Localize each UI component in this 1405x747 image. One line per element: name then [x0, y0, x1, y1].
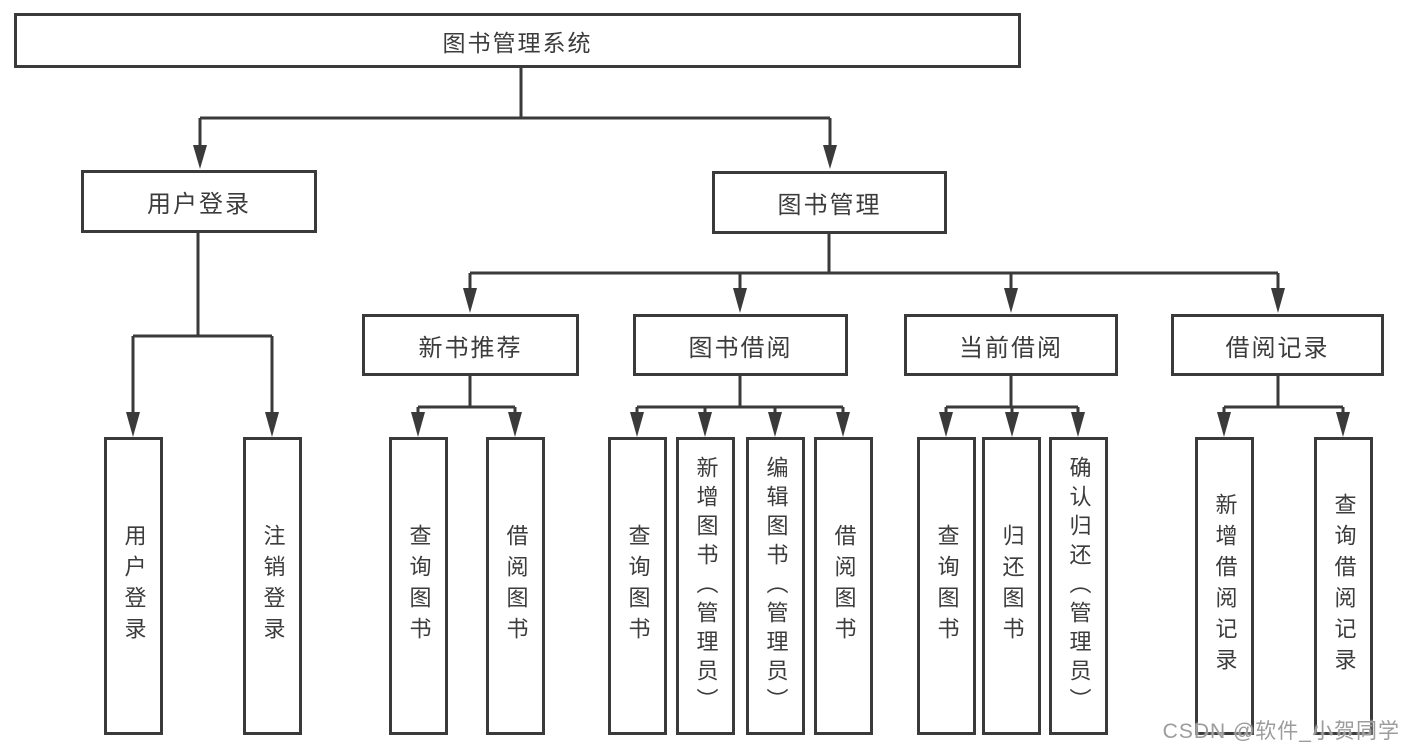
node-leaf-edit-book-admin: 编辑图书（管理员） — [746, 437, 805, 735]
node-user-login-label: 用户登录 — [147, 191, 251, 218]
node-leaf-return-books-label: 归还图书 — [999, 524, 1025, 648]
node-book-borrowing-label: 图书借阅 — [688, 334, 793, 362]
node-current-borrowing-label: 当前借阅 — [959, 334, 1063, 362]
node-leaf-return-books: 归还图书 — [982, 437, 1041, 735]
node-leaf-query-books-1: 查询图书 — [389, 437, 448, 735]
node-leaf-add-borrow-record: 新增借阅记录 — [1195, 437, 1254, 735]
node-leaf-query-borrow-record-label: 查询借阅记录 — [1331, 493, 1357, 679]
node-book-management-label: 图书管理 — [777, 192, 882, 219]
node-borrowing-records: 借阅记录 — [1171, 314, 1384, 376]
node-leaf-user-login: 用户登录 — [104, 437, 163, 735]
node-leaf-query-books-3-label: 查询图书 — [934, 524, 960, 648]
node-book-borrowing: 图书借阅 — [633, 314, 848, 376]
node-leaf-borrow-books-2: 借阅图书 — [814, 437, 873, 735]
node-leaf-add-borrow-record-label: 新增借阅记录 — [1212, 493, 1238, 679]
node-leaf-query-books-3: 查询图书 — [917, 437, 976, 735]
node-leaf-borrow-books-1-label: 借阅图书 — [503, 524, 529, 648]
node-leaf-edit-book-admin-label: 编辑图书（管理员） — [763, 455, 789, 717]
node-root-label: 图书管理系统 — [442, 29, 593, 56]
node-leaf-query-books-2-label: 查询图书 — [625, 524, 651, 648]
node-leaf-confirm-return-admin-label: 确认归还（管理员） — [1066, 455, 1092, 717]
node-leaf-user-login-label: 用户登录 — [121, 524, 147, 648]
node-book-management: 图书管理 — [712, 171, 947, 234]
node-leaf-logout-label: 注销登录 — [260, 524, 286, 648]
node-leaf-add-book-admin: 新增图书（管理员） — [676, 437, 735, 735]
node-root: 图书管理系统 — [14, 13, 1021, 68]
node-current-borrowing: 当前借阅 — [904, 314, 1118, 376]
node-leaf-borrow-books-1: 借阅图书 — [486, 437, 545, 735]
watermark: CSDN @软件_小贺同学 — [1162, 720, 1400, 743]
arrowheads — [126, 145, 1350, 437]
node-borrowing-records-label: 借阅记录 — [1225, 334, 1330, 362]
node-new-book-recommend: 新书推荐 — [362, 314, 579, 376]
node-leaf-query-books-1-label: 查询图书 — [406, 524, 432, 648]
node-leaf-borrow-books-2-label: 借阅图书 — [831, 524, 857, 648]
node-leaf-confirm-return-admin: 确认归还（管理员） — [1049, 437, 1108, 735]
node-new-book-recommend-label: 新书推荐 — [418, 334, 523, 362]
node-leaf-add-book-admin-label: 新增图书（管理员） — [693, 455, 719, 717]
node-leaf-query-books-2: 查询图书 — [608, 437, 667, 735]
node-user-login: 用户登录 — [81, 170, 317, 233]
node-leaf-logout: 注销登录 — [243, 437, 302, 735]
node-leaf-query-borrow-record: 查询借阅记录 — [1314, 437, 1373, 735]
